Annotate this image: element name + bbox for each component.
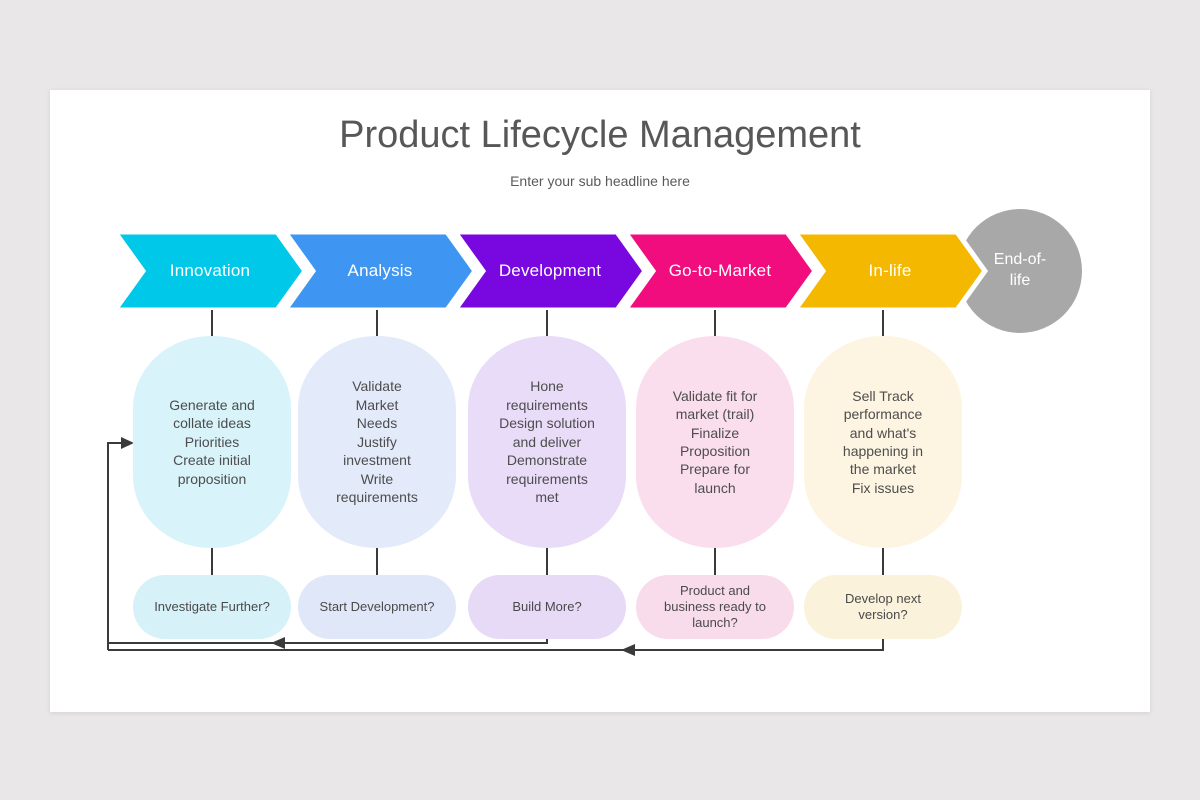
stage-arrow-innovation: [110, 229, 309, 313]
stage-label-in-life: In-life: [868, 261, 912, 280]
feedback-arrowhead-left-icon: [271, 637, 285, 649]
decision-bubble-investigate-further: Investigate Further?: [133, 575, 291, 639]
stage-detail-oval-analysis: Validate Market Needs Justify investment…: [298, 336, 456, 548]
stage-label-go-to-market: Go-to-Market: [668, 261, 772, 280]
stage-detail-text: Validate Market Needs Justify investment…: [336, 378, 418, 506]
stage-arrow-go-to-market: [620, 229, 819, 313]
end-of-life-circle: [958, 209, 1082, 333]
slide-title: Product Lifecycle Management: [339, 114, 861, 156]
stage-detail-text: Generate and collate ideas Priorities Cr…: [169, 396, 255, 487]
stage-label-innovation: Innovation: [169, 261, 251, 280]
stage-label-development: Development: [498, 261, 602, 280]
decision-bubble-develop-next-version: Develop next version?: [804, 575, 962, 639]
end-of-life-label: End-of-life: [993, 251, 1047, 289]
feedback-line-develop-next: [108, 639, 884, 651]
stage-detail-oval-innovation: Generate and collate ideas Priorities Cr…: [133, 336, 291, 548]
decision-bubble-build-more: Build More?: [468, 575, 626, 639]
stage-detail-text: Validate fit for market (trail) Finalize…: [672, 387, 758, 496]
feedback-arrowhead-into-oval-icon: [121, 437, 134, 449]
stage-detail-oval-development: Hone requirements Design solution and de…: [468, 336, 626, 548]
stage-detail-oval-in-life: Sell Track performance and what's happen…: [804, 336, 962, 548]
stage-arrow-development: [450, 229, 649, 313]
stage-detail-oval-go-to-market: Validate fit for market (trail) Finalize…: [636, 336, 794, 548]
slide-canvas: Product Lifecycle Management Enter your …: [50, 90, 1150, 712]
stage-arrow-analysis: [280, 229, 479, 313]
feedback-line-build-more: [108, 639, 548, 644]
process-diagram-graphics: [107, 209, 1082, 656]
stage-detail-text: Sell Track performance and what's happen…: [842, 387, 924, 496]
stage-arrow-in-life: [790, 229, 989, 313]
decision-bubble-ready-to-launch: Product and business ready to launch?: [636, 575, 794, 639]
decision-bubble-start-development: Start Development?: [298, 575, 456, 639]
feedback-riser-to-innovation: [107, 442, 126, 650]
slide-subtitle: Enter your sub headline here: [510, 173, 690, 189]
stage-label-analysis: Analysis: [347, 261, 413, 280]
stage-detail-text: Hone requirements Design solution and de…: [499, 378, 595, 506]
feedback-arrowhead-left-icon: [621, 644, 635, 656]
